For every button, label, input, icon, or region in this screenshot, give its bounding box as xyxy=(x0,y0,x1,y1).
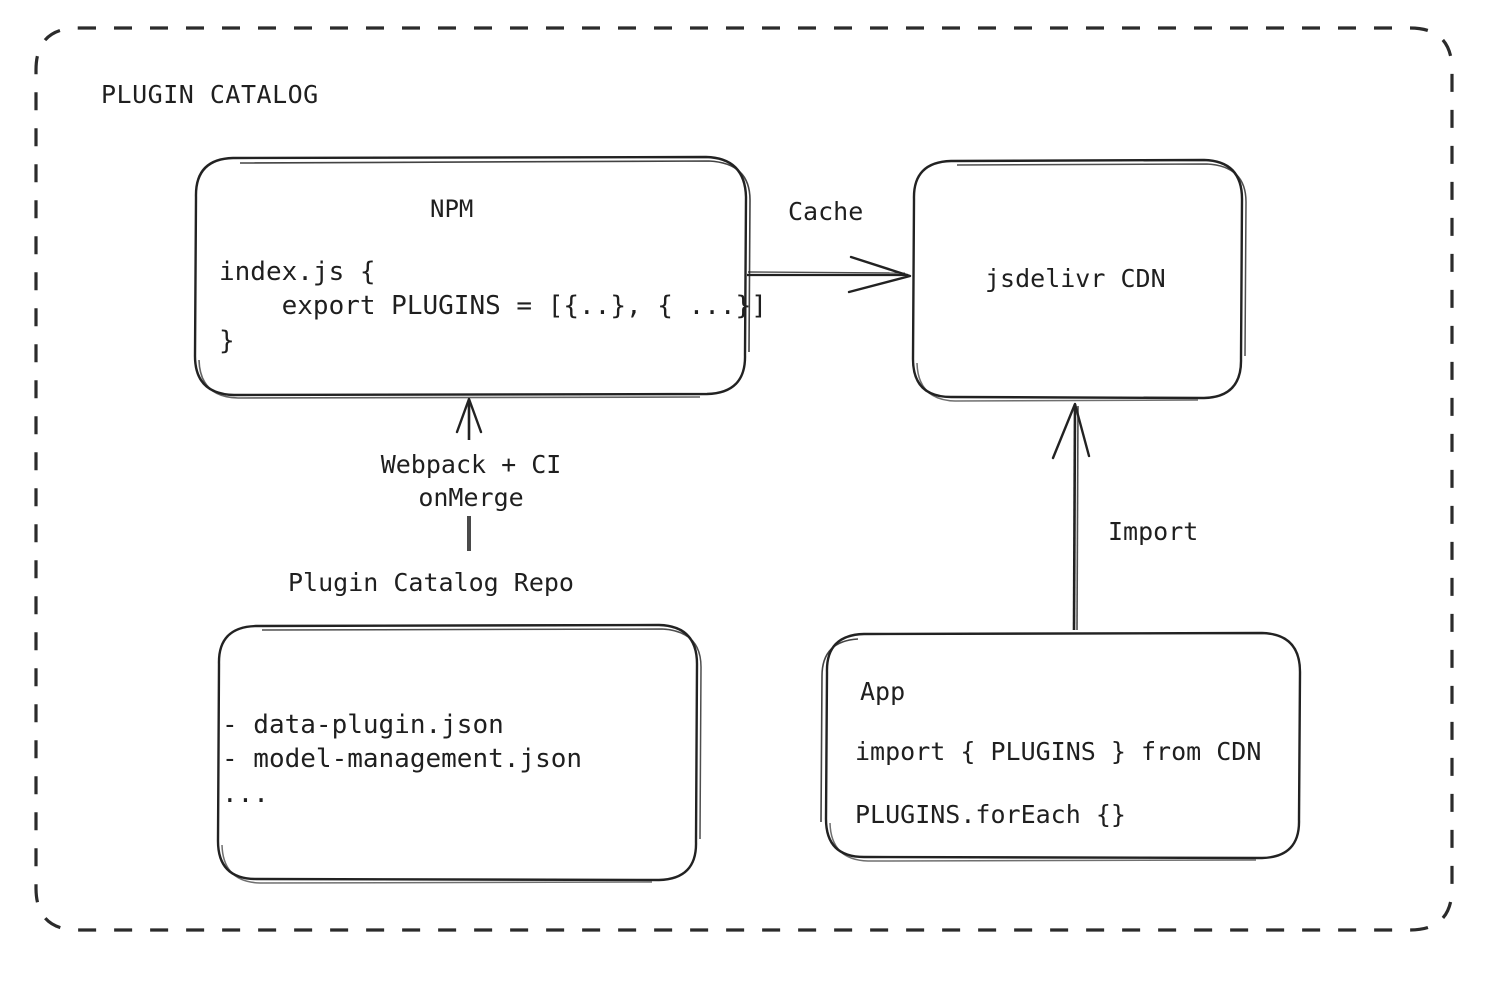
app-node-foreach-line: PLUGINS.forEach {} xyxy=(855,800,1126,829)
repo-node-file-list: - data-plugin.json - model-management.js… xyxy=(222,710,583,809)
edge-npm-to-cdn xyxy=(747,255,912,294)
app-node-title: App xyxy=(860,677,906,706)
group-title: PLUGIN CATALOG xyxy=(101,80,319,109)
edge-label-import: Import xyxy=(1108,517,1199,546)
npm-node-code: index.js { export PLUGINS = [{..}, { ...… xyxy=(219,257,767,356)
repo-node-caption: Plugin Catalog Repo xyxy=(288,568,574,597)
npm-node-title: NPM xyxy=(430,195,474,223)
edge-label-cache: Cache xyxy=(788,197,864,226)
app-node-import-line: import { PLUGINS } from CDN xyxy=(855,737,1262,766)
edge-app-to-cdn xyxy=(1051,402,1091,631)
cdn-node-title: jsdelivr CDN xyxy=(985,264,1166,293)
edge-label-webpack-ci-onmerge: Webpack + CI onMerge xyxy=(380,450,562,513)
